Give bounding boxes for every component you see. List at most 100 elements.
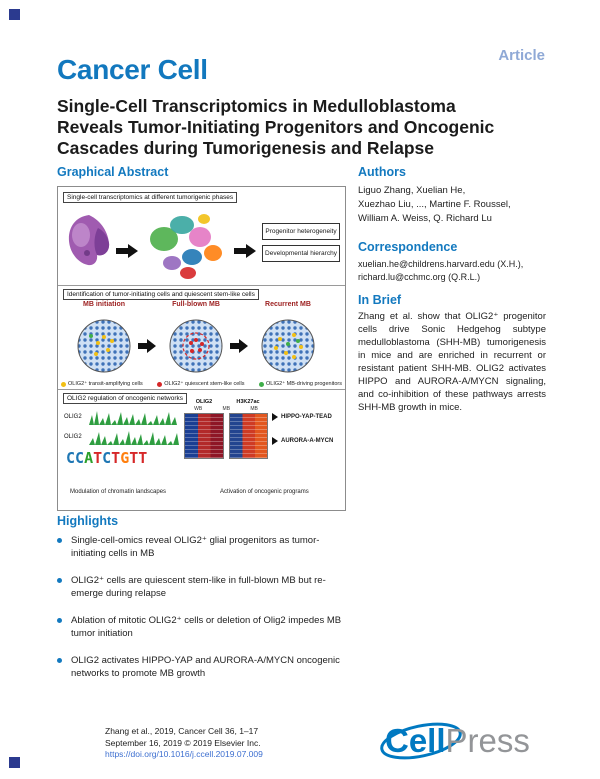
highlight-text: OLIG2 activates HIPPO-YAP and AURORA-A/M… — [71, 655, 340, 679]
identification-panel-label: Identification of tumor-initiating cells… — [63, 289, 259, 300]
outcome-box-heterogeneity: Progenitor heterogeneity — [262, 223, 340, 240]
heatmap-panel-olig2 — [184, 413, 224, 459]
motif-letter: A — [84, 449, 94, 467]
citation-block: Zhang et al., 2019, Cancer Cell 36, 1–17… — [105, 726, 263, 761]
phase-outcome-boxes: Progenitor heterogeneity Developmental h… — [262, 223, 340, 262]
highlight-item: OLIG2 activates HIPPO-YAP and AURORA-A/M… — [57, 654, 347, 680]
track-label: OLIG2 — [64, 414, 82, 420]
yellow-dot-icon — [61, 381, 66, 387]
pathway-hippo: HIPPO-YAP-TEAD — [272, 413, 333, 421]
motif-letter: T — [138, 449, 148, 467]
arrow-right-icon — [116, 244, 138, 258]
logo-cell-text: Cell — [385, 722, 446, 759]
authors-line: William A. Weiss, Q. Richard Lu — [358, 213, 492, 224]
highlight-text: Single-cell-omics reveal OLIG2⁺ glial pr… — [71, 535, 320, 559]
stage-label-recurrent-mb: Recurrent MB — [265, 301, 311, 308]
bullet-icon — [57, 618, 62, 623]
stage-label-mb-initiation: MB initiation — [83, 301, 125, 308]
highlight-item: Ablation of mitotic OLIG2⁺ cells or dele… — [57, 614, 347, 640]
caption-oncogenic: Activation of oncogenic programs — [220, 489, 309, 495]
logo-wordmark: CellPress — [385, 722, 530, 760]
tumor-stage-circles — [77, 319, 315, 373]
red-dot-icon — [157, 381, 163, 387]
green-dot-icon — [259, 381, 265, 387]
heatmap-panels — [184, 413, 268, 459]
legend-label: OLIG2⁺ transit-amplifying cells — [68, 381, 143, 387]
citation-line: Zhang et al., 2019, Cancer Cell 36, 1–17 — [105, 726, 259, 736]
mouse-brain-icon — [68, 215, 110, 266]
authors-line: Xuezhao Liu, ..., Martine F. Roussel, — [358, 199, 511, 210]
regulation-panel-label: OLIG2 regulation of oncogenic networks — [63, 393, 187, 404]
correspondence-email[interactable]: richard.lu@cchmc.org (Q.R.L.) — [358, 272, 481, 282]
chip-track-signal — [89, 411, 181, 425]
heatmap-column: WB — [194, 406, 203, 412]
heatmap-column-labels: WB MB MB — [184, 406, 268, 412]
motif-letter: G — [120, 449, 130, 467]
authors-names: Liguo Zhang, Xuelian He, Xuezhao Liu, ..… — [358, 184, 511, 226]
heatmap-label: OLIG2 — [195, 399, 213, 405]
authors-heading: Authors — [358, 165, 406, 179]
chip-track-signal — [89, 431, 181, 445]
citation-line: September 16, 2019 © 2019 Elsevier Inc. — [105, 737, 261, 748]
legend-item: OLIG2⁺ transit-amplifying cells — [61, 381, 143, 387]
highlight-text: OLIG2⁺ cells are quiescent stem-like in … — [71, 575, 326, 599]
heatmap-panel-h3k27ac — [228, 413, 268, 459]
graphical-abstract-figure: Single-cell transcriptomics at different… — [57, 186, 346, 511]
chip-seq-track: OLIG2 — [64, 409, 181, 425]
arrow-right-icon — [272, 413, 278, 421]
correspondence-email[interactable]: xuelian.he@childrens.harvard.edu (X.H.), — [358, 259, 524, 269]
motif-letter: C — [102, 449, 112, 467]
motif-letter: T — [111, 449, 121, 467]
section-divider — [58, 285, 345, 286]
heatmap-column: MB — [222, 406, 231, 412]
binding-motif-logo: CCATCTGTT — [66, 449, 147, 467]
authors-line: Liguo Zhang, Xuelian He, — [358, 185, 466, 196]
legend-item: OLIG2⁺ quiescent stem-like cells — [157, 381, 245, 387]
bullet-icon — [57, 658, 62, 663]
highlights-heading: Highlights — [57, 514, 119, 528]
motif-letter: T — [129, 449, 139, 467]
stage-label-full-blown-mb: Full-blown MB — [172, 301, 220, 308]
heatmap-label: H3K27ac — [236, 399, 260, 405]
in-brief-text: Zhang et al. show that OLIG2⁺ progenitor… — [358, 311, 546, 413]
paper-title-line: Single-Cell Transcriptomics in Medullobl… — [57, 96, 456, 116]
phase-panel-label: Single-cell transcriptomics at different… — [63, 192, 238, 203]
caption-chromatin: Modulation of chromatin landscapes — [70, 489, 167, 495]
pathway-label: HIPPO-YAP-TEAD — [281, 414, 332, 420]
section-divider — [58, 389, 345, 390]
highlight-item: OLIG2⁺ cells are quiescent stem-like in … — [57, 574, 347, 600]
in-brief-heading: In Brief — [358, 293, 402, 307]
doi-link[interactable]: https://doi.org/10.1016/j.ccell.2019.07.… — [105, 749, 263, 759]
outcome-box-hierarchy: Developmental hierarchy — [262, 245, 340, 262]
tsne-scatter-plot — [150, 214, 222, 279]
heatmap-column: MB — [250, 406, 258, 412]
track-label: OLIG2 — [64, 434, 82, 440]
bullet-icon — [57, 538, 62, 543]
paper-title-line: Reveals Tumor-Initiating Progenitors and… — [57, 117, 495, 137]
arrow-right-icon — [272, 437, 278, 445]
legend-label: OLIG2⁺ quiescent stem-like cells — [164, 381, 245, 387]
highlight-item: Single-cell-omics reveal OLIG2⁺ glial pr… — [57, 534, 347, 560]
chip-heatmap: OLIG2 H3K27ac WB MB MB — [184, 399, 268, 459]
print-registration-mark-top — [9, 9, 20, 20]
motif-letter: T — [93, 449, 103, 467]
motif-letter: C — [66, 449, 76, 467]
arrow-right-icon — [234, 244, 256, 258]
print-registration-mark-bottom — [9, 757, 20, 768]
correspondence-emails: xuelian.he@childrens.harvard.edu (X.H.),… — [358, 258, 523, 284]
logo-press-text: Press — [445, 722, 530, 759]
cellpress-logo: CellPress — [380, 716, 550, 766]
heatmap-headers: OLIG2 H3K27ac — [184, 399, 268, 405]
legend-label: OLIG2⁺ MB-driving progenitors — [266, 381, 342, 387]
graphical-abstract-heading: Graphical Abstract — [57, 165, 169, 179]
pathway-label: AURORA-A-MYCN — [281, 438, 334, 444]
chip-seq-track: OLIG2 — [64, 429, 181, 445]
motif-letter: C — [75, 449, 85, 467]
pathway-aurora: AURORA-A-MYCN — [272, 437, 333, 445]
journal-title: Cancer Cell — [57, 54, 208, 85]
highlight-text: Ablation of mitotic OLIG2⁺ cells or dele… — [71, 615, 342, 639]
pathway-labels: HIPPO-YAP-TEAD AURORA-A-MYCN — [272, 413, 333, 445]
paper-title-line: Cascades during Tumorigenesis and Relaps… — [57, 138, 435, 158]
correspondence-heading: Correspondence — [358, 240, 458, 254]
